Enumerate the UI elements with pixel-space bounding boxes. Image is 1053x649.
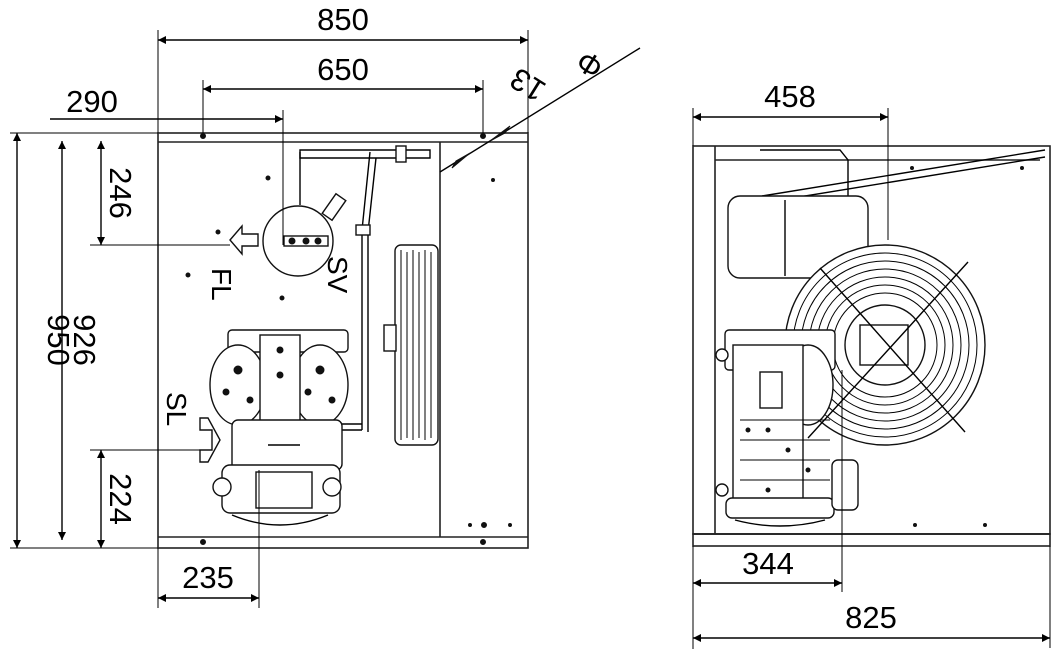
svg-text:344: 344	[742, 546, 794, 581]
dimension-650: 650	[202, 52, 484, 133]
side-compressor	[715, 329, 859, 527]
dimension-hole-diameter: 13 Φ	[439, 43, 641, 173]
dimension-926: 926	[58, 141, 102, 540]
svg-text:Φ: Φ	[570, 43, 610, 86]
svg-text:290: 290	[66, 84, 118, 119]
side-receiver	[727, 195, 869, 279]
sl-arrow	[199, 417, 221, 463]
dimension-224: 224	[90, 449, 200, 548]
svg-text:650: 650	[317, 52, 369, 87]
dimension-235: 235	[157, 470, 260, 608]
svg-text:825: 825	[845, 600, 897, 635]
dimension-246: 246	[90, 141, 230, 246]
dimension-344: 344	[692, 370, 843, 649]
svg-text:246: 246	[103, 167, 138, 219]
sv-label: SV	[322, 256, 353, 294]
svg-text:926: 926	[67, 314, 102, 366]
dimension-850: 850	[157, 2, 529, 133]
fan-blades	[383, 244, 439, 446]
fl-arrow	[229, 224, 259, 256]
svg-text:13: 13	[504, 61, 552, 109]
front-view: FL SV SL 850 650 290 13	[10, 2, 641, 608]
compressor	[209, 329, 349, 526]
side-view: 458 344 825	[692, 79, 1051, 649]
dimension-458: 458	[692, 79, 889, 240]
sl-label: SL	[161, 392, 192, 426]
dimension-290: 290	[50, 84, 284, 245]
svg-text:224: 224	[103, 473, 138, 525]
front-frame	[157, 132, 529, 549]
svg-text:458: 458	[764, 79, 816, 114]
svg-text:850: 850	[317, 2, 369, 37]
dimension-825: 825	[693, 546, 1051, 648]
sight-valve	[321, 192, 347, 222]
svg-text:235: 235	[182, 560, 234, 595]
fl-label: FL	[206, 268, 237, 301]
